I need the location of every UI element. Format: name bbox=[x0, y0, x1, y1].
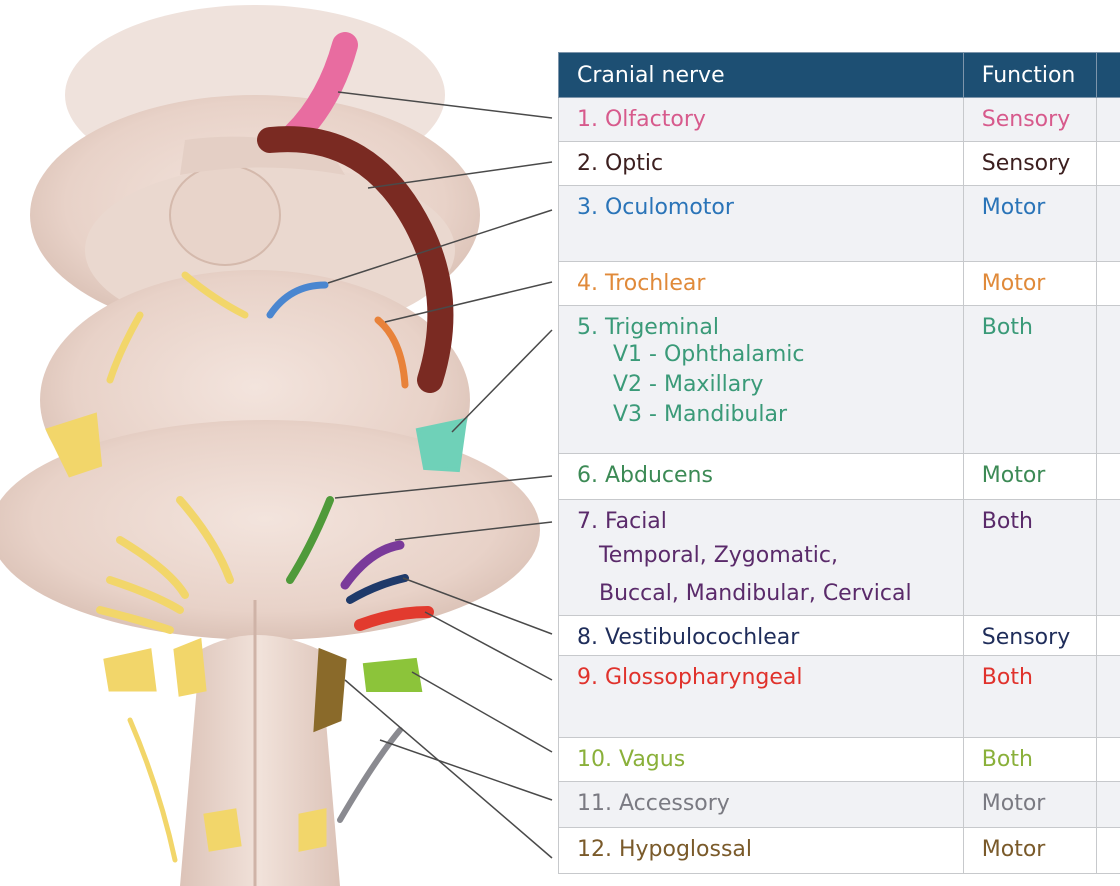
trigeminal-nerve bbox=[415, 417, 468, 473]
nerve-name: 12. Hypoglossal bbox=[577, 837, 753, 862]
nerve-branch: V1 - Ophthalamic bbox=[613, 342, 805, 367]
nerve-extra-cell bbox=[1096, 737, 1120, 782]
nerve-name: 6. Abducens bbox=[577, 463, 713, 488]
oculomotor-nerve bbox=[266, 281, 329, 319]
glossopharyngeal-nerve bbox=[354, 606, 434, 631]
nerve-name-cell: 11. Accessory bbox=[558, 781, 964, 828]
nerve-function-cell: Motor bbox=[962, 827, 1098, 874]
accessory-nerve bbox=[337, 727, 403, 823]
nerve-name: 5. Trigeminal bbox=[577, 315, 719, 340]
nerve-extra-cell bbox=[1096, 97, 1120, 142]
header-function: Function bbox=[962, 52, 1098, 98]
abducens-nerve bbox=[286, 496, 334, 584]
nerve-function-cell: Both bbox=[962, 655, 1098, 738]
nerve-name-cell: 3. Oculomotor bbox=[558, 185, 964, 262]
nerve-name: 11. Accessory bbox=[577, 791, 730, 816]
nerve-name-cell: 4. Trochlear bbox=[558, 261, 964, 306]
header-cranial-nerve: Cranial nerve bbox=[558, 52, 964, 98]
spinal-nerve-left-10 bbox=[203, 808, 242, 852]
nerve-extra-cell bbox=[1096, 141, 1120, 186]
leader-lines bbox=[327, 91, 553, 859]
nerve-branch: Buccal, Mandibular, Cervical bbox=[599, 581, 912, 606]
spinal-nerve-right-1 bbox=[298, 808, 327, 852]
table-row: 1. Olfactory Sensory bbox=[558, 97, 1120, 142]
nerve-name-cell: 6. Abducens bbox=[558, 453, 964, 500]
nerve-name: 8. Vestibulocochlear bbox=[577, 625, 800, 650]
table-row: 8. Vestibulocochlear Sensory bbox=[558, 615, 1120, 656]
spinal-nerve-left-1 bbox=[181, 271, 249, 319]
table-row: 6. Abducens Motor bbox=[558, 453, 1120, 500]
hypoglossal-nerve bbox=[313, 647, 347, 733]
nerve-name-cell: 2. Optic bbox=[558, 141, 964, 186]
nerve-name-cell: 9. Glossopharyngeal bbox=[558, 655, 964, 738]
nerve-name: 1. Olfactory bbox=[577, 107, 706, 132]
spinal-nerve-left-3 bbox=[176, 496, 234, 584]
spinal-nerve-left-8 bbox=[173, 637, 207, 697]
trochlear-nerve bbox=[374, 316, 409, 389]
nerve-function-cell: Both bbox=[962, 737, 1098, 782]
spinal-nerve-left-2 bbox=[106, 311, 144, 384]
spinal-nerve-left-4 bbox=[116, 536, 189, 599]
table-row: 9. Glossopharyngeal Both bbox=[558, 655, 1120, 738]
spinal-nerve-left-6 bbox=[96, 606, 174, 634]
vagus-nerve bbox=[362, 657, 423, 692]
nerve-name-cell: 12. Hypoglossal bbox=[558, 827, 964, 874]
nerve-function-cell: Both bbox=[962, 305, 1098, 454]
nerve-name: 4. Trochlear bbox=[577, 271, 706, 296]
nerve-name-cell: 10. Vagus bbox=[558, 737, 964, 782]
spinal-nerve-left-9 bbox=[127, 717, 178, 863]
optic-nerve bbox=[257, 126, 454, 393]
nerve-function-cell: Both bbox=[962, 499, 1098, 616]
table-row: 4. Trochlear Motor bbox=[558, 261, 1120, 306]
nerve-function-cell: Motor bbox=[962, 261, 1098, 306]
nerve-extra-cell bbox=[1096, 655, 1120, 738]
nerves bbox=[45, 32, 468, 863]
nerve-name: 10. Vagus bbox=[577, 747, 686, 772]
brain-tissue bbox=[0, 5, 540, 886]
nerve-extra-cell bbox=[1096, 185, 1120, 262]
nerve-branch: V2 - Maxillary bbox=[613, 372, 764, 397]
spinal-nerve-left-5 bbox=[106, 576, 184, 614]
nerve-function-cell: Motor bbox=[962, 185, 1098, 262]
nerve-extra-cell bbox=[1096, 781, 1120, 828]
nerve-extra-cell bbox=[1096, 615, 1120, 656]
nerve-function-cell: Sensory bbox=[962, 141, 1098, 186]
nerve-function-cell: Motor bbox=[962, 781, 1098, 828]
nerve-name: 9. Glossopharyngeal bbox=[577, 665, 803, 690]
nerve-extra-cell bbox=[1096, 499, 1120, 616]
nerve-extra-cell bbox=[1096, 261, 1120, 306]
nerve-function-cell: Sensory bbox=[962, 97, 1098, 142]
table-row: 10. Vagus Both bbox=[558, 737, 1120, 782]
nerve-branch: V3 - Mandibular bbox=[613, 402, 788, 427]
nerve-extra-cell bbox=[1096, 305, 1120, 454]
table-header-row: Cranial nerve Function bbox=[558, 52, 1120, 98]
nerve-extra-cell bbox=[1096, 453, 1120, 500]
nerve-name-cell: 8. Vestibulocochlear bbox=[558, 615, 964, 656]
nerve-function-cell: Sensory bbox=[962, 615, 1098, 656]
trigeminal-nerve-left bbox=[45, 412, 103, 478]
nerve-function-cell: Motor bbox=[962, 453, 1098, 500]
table-row: 11. Accessory Motor bbox=[558, 781, 1120, 828]
facial-nerve bbox=[340, 540, 405, 590]
nerve-name: 2. Optic bbox=[577, 151, 664, 176]
table-row: 3. Oculomotor Motor bbox=[558, 185, 1120, 262]
spinal-nerve-left-7 bbox=[103, 648, 157, 692]
vestibulocochlear-nerve bbox=[346, 574, 409, 604]
header-extra bbox=[1096, 52, 1120, 98]
nerve-name-cell: 1. Olfactory bbox=[558, 97, 964, 142]
nerve-name: 7. Facial bbox=[577, 509, 667, 534]
table-row: 12. Hypoglossal Motor bbox=[558, 827, 1120, 874]
nerve-branch: Temporal, Zygomatic, bbox=[599, 543, 838, 568]
table-row: 2. Optic Sensory bbox=[558, 141, 1120, 186]
nerve-extra-cell bbox=[1096, 827, 1120, 874]
nerve-name: 3. Oculomotor bbox=[577, 195, 734, 220]
